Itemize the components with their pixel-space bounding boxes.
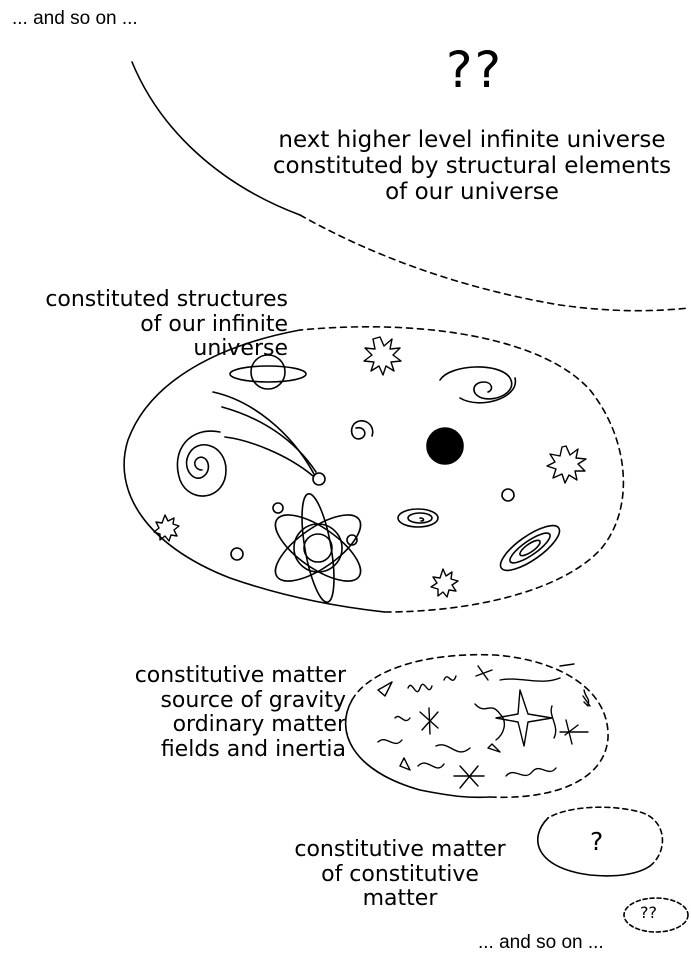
spiral-galaxy-icon [439,366,517,404]
bottom-continuation-label: ... and so on ... [478,932,604,953]
sub-constitutive-description: constitutive matter of constitutive matt… [270,837,530,912]
atom-icon [272,492,362,604]
constitutive-matter-description: constitutive matter source of gravity or… [100,663,346,763]
deepest-ellipse [623,897,689,933]
our-universe-ellipse-solid [123,329,386,613]
starburst-icon [363,336,402,376]
small-body-left-icon [230,547,244,561]
constitutive-matter-line-1: constitutive matter [134,663,346,688]
large-spiral-icon [176,430,227,497]
constitutive-matter-ellipse-dashed [351,653,609,799]
our-universe-line-2: of our infinite [140,311,288,337]
sub-constitutive-ellipse-dashed [547,806,664,867]
constitutive-matter-ellipse-solid [344,699,491,799]
top-continuation-label: ... and so on ... [12,8,138,29]
sub-constitutive-question-mark: ? [590,827,604,856]
small-spiral-icon [350,420,374,440]
ringed-planet-icon [229,354,307,390]
starburst-bottom-icon [430,568,459,598]
constitutive-matter-line-4: fields and inertia [160,736,346,762]
starburst-small-icon [153,514,180,542]
higher-level-description: next higher level infinite universe cons… [252,127,691,205]
elliptic-galaxy-icon [397,508,439,528]
comet-icon [212,391,326,486]
black-hole-icon [426,427,464,465]
our-universe-ellipse-dashed [299,326,625,613]
higher-level-line-1: next higher level infinite universe [278,127,666,153]
sub-constitutive-line-1: constitutive matter [294,837,506,862]
higher-level-line-3: of our universe [385,178,559,205]
higher-universe-boundary-solid [131,61,301,216]
tilted-galaxy-icon [499,524,561,572]
sub-constitutive-line-3: matter [362,886,438,912]
constitutive-matter-line-3: ordinary matter [172,712,346,738]
our-universe-description: constituted structures of our infinite u… [6,287,288,362]
higher-level-question-mark: ?? [446,41,504,99]
our-universe-line-1: constituted structures [45,287,288,312]
higher-universe-boundary-dashed [299,214,690,312]
matter-particles-icon [377,663,591,789]
starburst-right-icon [546,445,587,484]
small-body-icon [501,488,515,502]
our-universe-line-3: universe [193,336,288,362]
sub-constitutive-line-2: of constitutive [321,861,479,887]
deepest-question-mark: ?? [640,903,657,922]
constitutive-matter-line-2: source of gravity [160,687,346,713]
higher-level-line-2: constituted by structural elements [272,152,672,179]
sub-constitutive-ellipse-solid [537,817,651,877]
